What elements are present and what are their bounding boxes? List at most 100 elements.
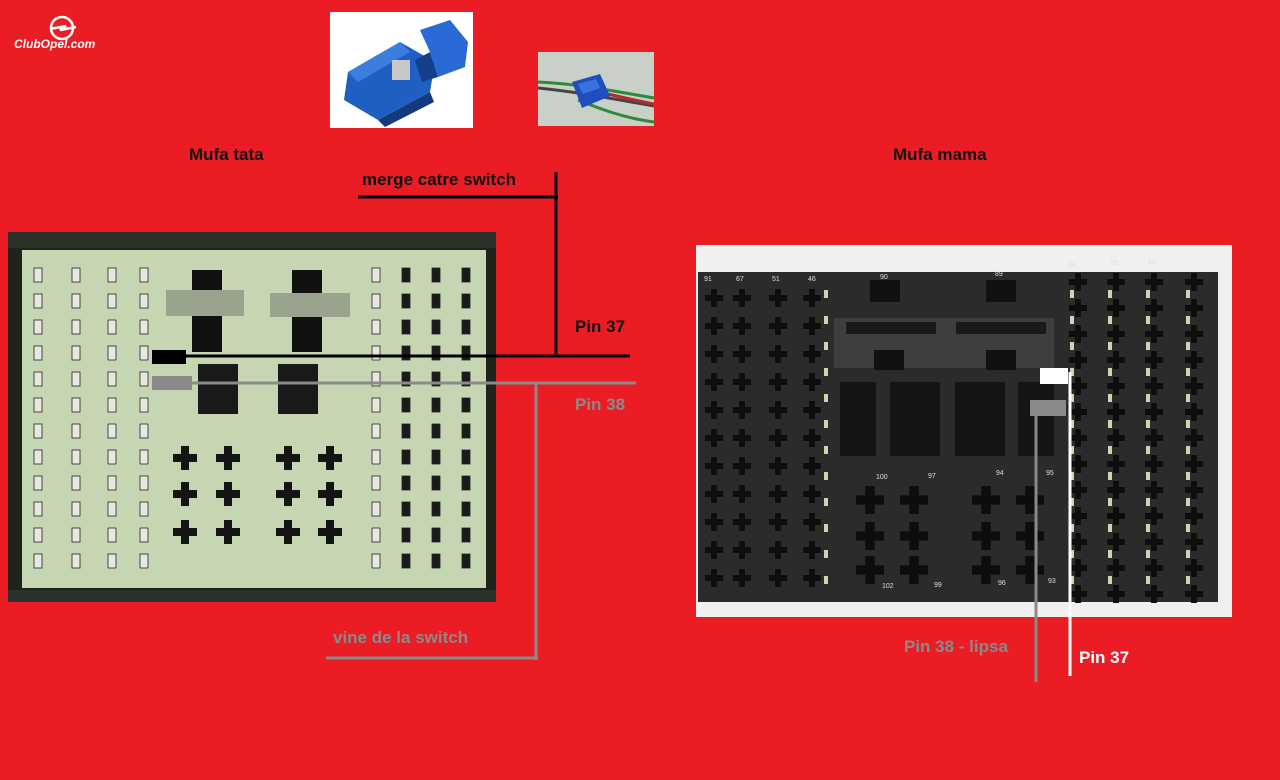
connector-pin: [1025, 486, 1035, 514]
connector-pin: [401, 397, 411, 413]
connector-pin: [431, 553, 441, 569]
connector-pin: [139, 267, 149, 283]
pin-number: 95: [1046, 470, 1054, 477]
connector-pin: [1186, 342, 1190, 350]
pin-number: 94: [996, 470, 1004, 477]
connector-pin: [107, 553, 117, 569]
connector-pin: [284, 446, 292, 470]
pin-number: 46: [808, 276, 816, 283]
connector-pin: [401, 319, 411, 335]
connector-pin: [1108, 342, 1112, 350]
connector-pin: [1191, 455, 1197, 473]
pin-number: 12: [1148, 259, 1156, 266]
pin-number: 96: [998, 580, 1006, 587]
connector-pin: [1108, 446, 1112, 454]
connector-pin: [981, 522, 991, 550]
connector-pin: [431, 501, 441, 517]
connector-pin: [139, 371, 149, 387]
connector-pin: [461, 475, 471, 491]
grey-wire-pin38: [152, 376, 636, 660]
connector-pin: [1113, 585, 1119, 603]
connector-pin: [1075, 429, 1081, 447]
connector-pin: [461, 267, 471, 283]
connector-pin: [1113, 429, 1119, 447]
connector-pin: [461, 345, 471, 361]
pin-number: 93: [1048, 578, 1056, 585]
pin-number: 24: [1068, 262, 1076, 269]
connector-pin: [371, 293, 381, 309]
label-pin38-female-missing: Pin 38 - lipsa: [904, 637, 1008, 656]
connector-pin: [809, 373, 815, 391]
connector-pin: [1075, 507, 1081, 525]
connector-pin: [326, 482, 334, 506]
connector-pin: [809, 345, 815, 363]
connector-pin: [1108, 524, 1112, 532]
connector-pin: [461, 423, 471, 439]
connector-pin: [1108, 550, 1112, 558]
connector-pin: [1191, 507, 1197, 525]
connector-pin: [33, 553, 43, 569]
connector-pin: [739, 457, 745, 475]
connector-pin: [1113, 481, 1119, 499]
wire-tap-photo: [538, 52, 654, 126]
connector-pin: [775, 429, 781, 447]
connector-pin: [371, 553, 381, 569]
connector-pin: [431, 475, 441, 491]
black-wire-pin37: [152, 172, 630, 364]
connector-pin: [824, 316, 828, 324]
connector-pin: [775, 513, 781, 531]
connector-pin: [1113, 377, 1119, 395]
connector-pin: [809, 485, 815, 503]
connector-pin: [1075, 585, 1081, 603]
connector-pin: [71, 267, 81, 283]
connector-pin: [1186, 394, 1190, 402]
connector-pin: [1146, 342, 1150, 350]
connector-pin: [371, 267, 381, 283]
connector-pin: [1025, 556, 1035, 584]
connector-pin: [775, 345, 781, 363]
connector-pin: [33, 449, 43, 465]
connector-pin: [33, 371, 43, 387]
connector-pin: [107, 423, 117, 439]
connector-pin: [461, 527, 471, 543]
connector-pin: [1075, 273, 1081, 291]
connector-pin: [1186, 420, 1190, 428]
connector-pin: [371, 371, 381, 387]
connector-pin: [1108, 368, 1112, 376]
connector-pin: [1113, 403, 1119, 421]
connector-pin: [775, 401, 781, 419]
connector-pin: [431, 397, 441, 413]
connector-pin: [824, 498, 828, 506]
connector-pin: [1113, 299, 1119, 317]
pin-number: 102: [882, 583, 894, 590]
connector-pin: [33, 293, 43, 309]
connector-pin: [107, 267, 117, 283]
connector-pin: [739, 429, 745, 447]
connector-pin: [431, 449, 441, 465]
connector-pin: [139, 345, 149, 361]
connector-pin: [139, 397, 149, 413]
connector-pin: [1186, 524, 1190, 532]
connector-pin: [1151, 429, 1157, 447]
connector-pin: [1075, 455, 1081, 473]
connector-pin: [431, 319, 441, 335]
pin-number: 97: [928, 473, 936, 480]
connector-pin: [1186, 576, 1190, 584]
connector-pin: [431, 423, 441, 439]
connector-pin: [33, 423, 43, 439]
connector-pin: [1070, 394, 1074, 402]
label-from-switch: vine de la switch: [333, 628, 469, 647]
connector-pin: [711, 541, 717, 559]
pin-number: 91: [704, 276, 712, 283]
connector-pin: [1113, 533, 1119, 551]
connector-pin: [33, 345, 43, 361]
connector-pin: [107, 475, 117, 491]
connector-pin: [431, 267, 441, 283]
connector-pin: [401, 501, 411, 517]
connector-pin: [107, 501, 117, 517]
connector-pin: [824, 550, 828, 558]
connector-pin: [981, 486, 991, 514]
connector-pin: [865, 522, 875, 550]
connector-pin: [909, 486, 919, 514]
